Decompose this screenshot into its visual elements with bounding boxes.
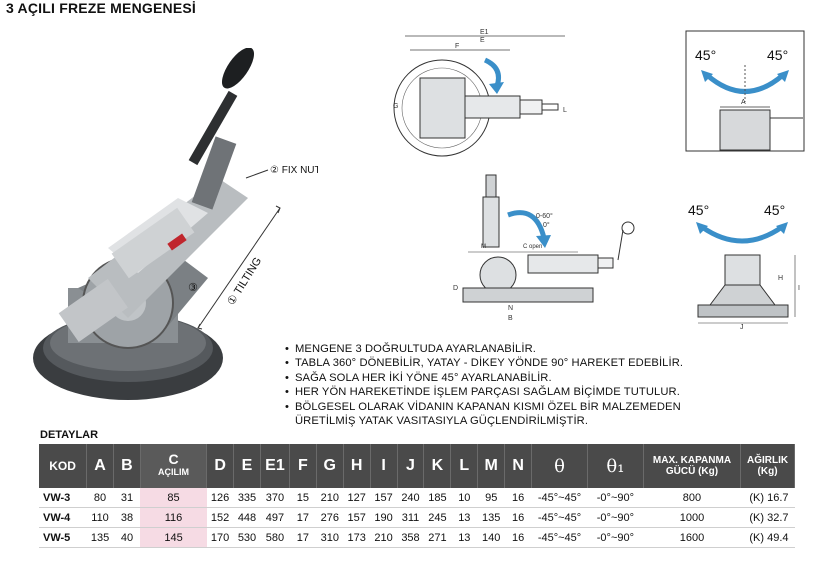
svg-text:E: E xyxy=(480,37,485,44)
angle-arc-icon xyxy=(705,73,785,94)
side-angle-arrow-icon xyxy=(507,210,547,239)
tilting-indicator-line xyxy=(197,207,281,329)
col-f: F xyxy=(289,444,317,488)
feature-item: •TABLA 360° DÖNEBİLİR, YATAY - DİKEY YÖN… xyxy=(285,357,684,370)
svg-text:0°: 0° xyxy=(543,221,550,229)
svg-text:I: I xyxy=(798,285,800,292)
svg-text:H: H xyxy=(778,275,783,282)
moving-jaw xyxy=(58,278,128,342)
svg-text:N: N xyxy=(508,305,513,312)
svg-text:0-60°: 0-60° xyxy=(536,212,553,220)
front-angle-arc-icon xyxy=(700,224,784,244)
col-theta: θ xyxy=(531,444,588,488)
svg-text:B: B xyxy=(508,315,513,322)
feature-item: •HER YÖN HAREKETİNDE İŞLEM PARÇASI SAĞLA… xyxy=(285,386,680,399)
front-view-drawing: 45° 45° J H I xyxy=(688,202,800,330)
col-e1: E1 xyxy=(260,444,290,488)
vise-photo: ① TILTING ② FIX NUT ③ xyxy=(33,48,318,400)
col-c: C AÇILIM xyxy=(140,444,208,488)
feature-item-continuation: ÜRETİLMİŞ YATAK VASITASIYLA GÜÇLENDİRİLM… xyxy=(295,415,589,428)
svg-text:C open: C open xyxy=(523,244,542,250)
svg-text:M: M xyxy=(481,244,486,250)
table-row: VW-4 110 38 116 152 448 497 17 276 157 1… xyxy=(39,507,795,528)
col-l: L xyxy=(450,444,479,488)
svg-text:G: G xyxy=(393,103,398,110)
table-row: VW-5 135 40 145 170 530 580 17 310 173 2… xyxy=(39,527,795,548)
col-i: I xyxy=(370,444,398,488)
svg-text:45°: 45° xyxy=(764,202,785,218)
col-d: D xyxy=(206,444,235,488)
svg-text:L: L xyxy=(563,107,567,114)
col-max-kapanma: MAX. KAPANMA GÜCÜ (Kg) xyxy=(643,444,742,488)
feature-list: •MENGENE 3 DOĞRULTUDA AYARLANABİLİR. •TA… xyxy=(285,342,683,428)
rotation-arrow-icon xyxy=(483,57,501,87)
handle-grip xyxy=(221,48,255,89)
angle-detail-top: 45° 45° A xyxy=(685,30,805,152)
svg-text:45°: 45° xyxy=(767,47,788,63)
handle-arm xyxy=(188,90,238,166)
fixed-jaw xyxy=(111,207,195,279)
rotation-label: ③ xyxy=(188,282,198,294)
table-header-row: KOD A B C AÇILIM D E E1 F G H I J K L M … xyxy=(39,444,795,488)
feature-item: •SAĞA SOLA HER İKİ YÖNE 45° AYARLANABİLİ… xyxy=(285,371,552,384)
section-title: DETAYLAR xyxy=(40,429,99,441)
svg-text:45°: 45° xyxy=(695,47,716,63)
col-theta1: θ₁ xyxy=(587,444,644,488)
col-g: G xyxy=(316,444,344,488)
col-kod: KOD xyxy=(39,444,88,488)
col-n: N xyxy=(504,444,533,488)
svg-text:A: A xyxy=(741,99,746,106)
col-k: K xyxy=(423,444,452,488)
col-m: M xyxy=(477,444,506,488)
svg-text:E1: E1 xyxy=(480,29,489,36)
svg-text:45°: 45° xyxy=(688,202,709,218)
col-j: J xyxy=(397,444,425,488)
col-agirlik: AĞIRLIK (Kg) xyxy=(740,444,795,488)
specs-table: KOD A B C AÇILIM D E E1 F G H I J K L M … xyxy=(39,444,795,548)
col-b: B xyxy=(113,444,141,488)
page-title: 3 AÇILI FREZE MENGENESİ xyxy=(6,0,196,16)
col-a: A xyxy=(86,444,114,488)
top-view-drawing: E1 F E G L xyxy=(393,29,567,157)
feature-item: •MENGENE 3 DOĞRULTUDA AYARLANABİLİR. xyxy=(285,343,536,355)
col-e: E xyxy=(233,444,261,488)
table-row: VW-3 80 31 85 126 335 370 15 210 127 157… xyxy=(39,488,795,508)
svg-text:J: J xyxy=(740,324,744,330)
svg-text:F: F xyxy=(455,43,459,50)
tilting-label: ① TILTING xyxy=(225,255,264,307)
feature-item: •BÖLGESEL OLARAK VİDANIN KAPANAN KISMI Ö… xyxy=(285,400,681,413)
side-view-drawing: 0-60° 0° M C open D N B xyxy=(453,174,635,322)
svg-text:D: D xyxy=(453,285,458,292)
col-h: H xyxy=(343,444,371,488)
fix-nut-label: ② FIX NUT xyxy=(270,165,318,176)
